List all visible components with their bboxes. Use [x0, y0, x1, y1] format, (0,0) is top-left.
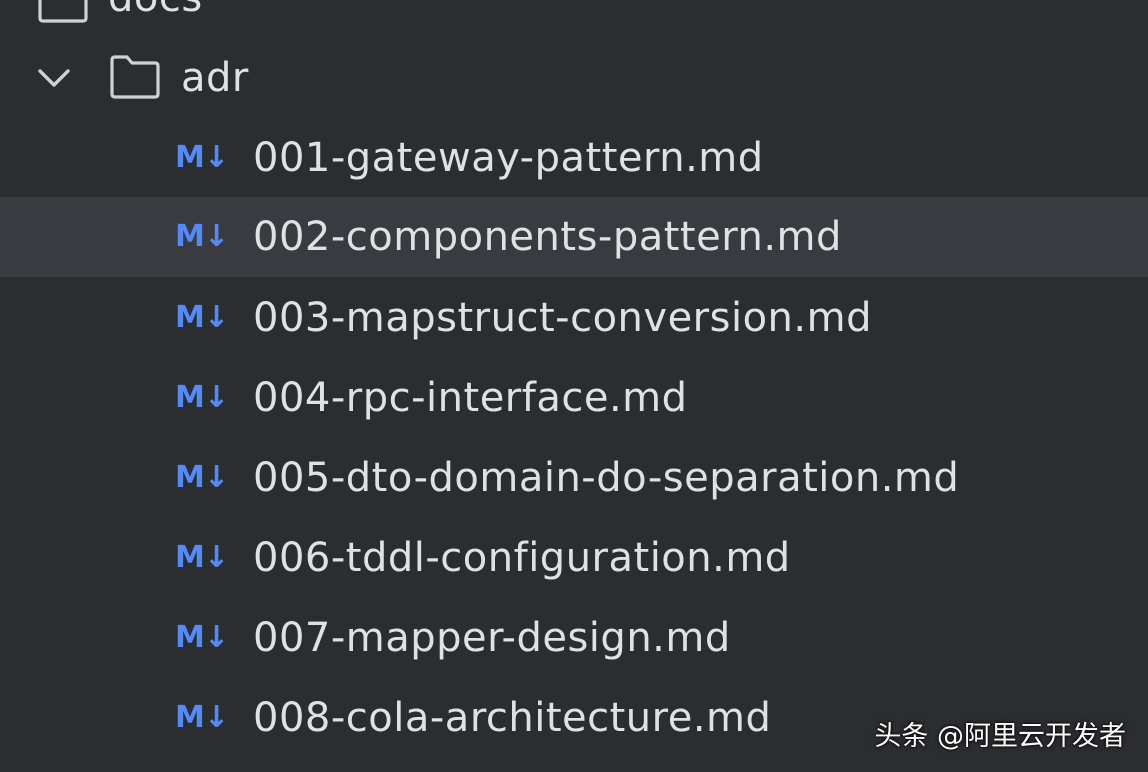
- markdown-icon: M↓: [175, 140, 229, 175]
- file-label: 003-mapstruct-conversion.md: [253, 295, 872, 341]
- tree-row-label: adr: [181, 55, 249, 101]
- markdown-icon: M↓: [175, 620, 229, 655]
- markdown-icon: M↓: [175, 700, 229, 735]
- tree-row-adr[interactable]: adr: [0, 38, 1148, 118]
- markdown-icon: M↓: [175, 460, 229, 495]
- markdown-icon: M↓: [175, 540, 229, 575]
- watermark: 头条 @阿里云开发者: [874, 721, 1126, 752]
- tree-row-file[interactable]: M↓ 005-dto-domain-do-separation.md: [0, 438, 1148, 518]
- tree-row-label: docs: [108, 0, 203, 18]
- markdown-icon: M↓: [175, 219, 229, 254]
- file-label: 005-dto-domain-do-separation.md: [253, 455, 960, 501]
- file-label: 007-mapper-design.md: [253, 615, 731, 661]
- tree-row-file[interactable]: M↓ 008-cola-architecture.md: [0, 678, 1148, 758]
- file-label: 008-cola-architecture.md: [253, 695, 772, 741]
- tree-row-file[interactable]: M↓ 003-mapstruct-conversion.md: [0, 278, 1148, 358]
- file-label: 004-rpc-interface.md: [253, 375, 688, 421]
- folder-icon: [38, 0, 88, 23]
- tree-row-file[interactable]: M↓ 007-mapper-design.md: [0, 598, 1148, 678]
- folder-icon: [110, 55, 160, 99]
- tree-row-file-selected[interactable]: M↓ 002-components-pattern.md: [0, 197, 1148, 277]
- tree-row-file[interactable]: M↓ 006-tddl-configuration.md: [0, 518, 1148, 598]
- tree-row-file[interactable]: M↓ 004-rpc-interface.md: [0, 358, 1148, 438]
- markdown-icon: M↓: [175, 380, 229, 415]
- file-label: 001-gateway-pattern.md: [253, 135, 764, 181]
- markdown-icon: M↓: [175, 300, 229, 335]
- file-label: 002-components-pattern.md: [253, 214, 842, 260]
- tree-row-docs[interactable]: docs: [0, 0, 1148, 40]
- chevron-down-icon[interactable]: [34, 58, 74, 98]
- file-label: 006-tddl-configuration.md: [253, 535, 791, 581]
- tree-row-file[interactable]: M↓ 001-gateway-pattern.md: [0, 118, 1148, 198]
